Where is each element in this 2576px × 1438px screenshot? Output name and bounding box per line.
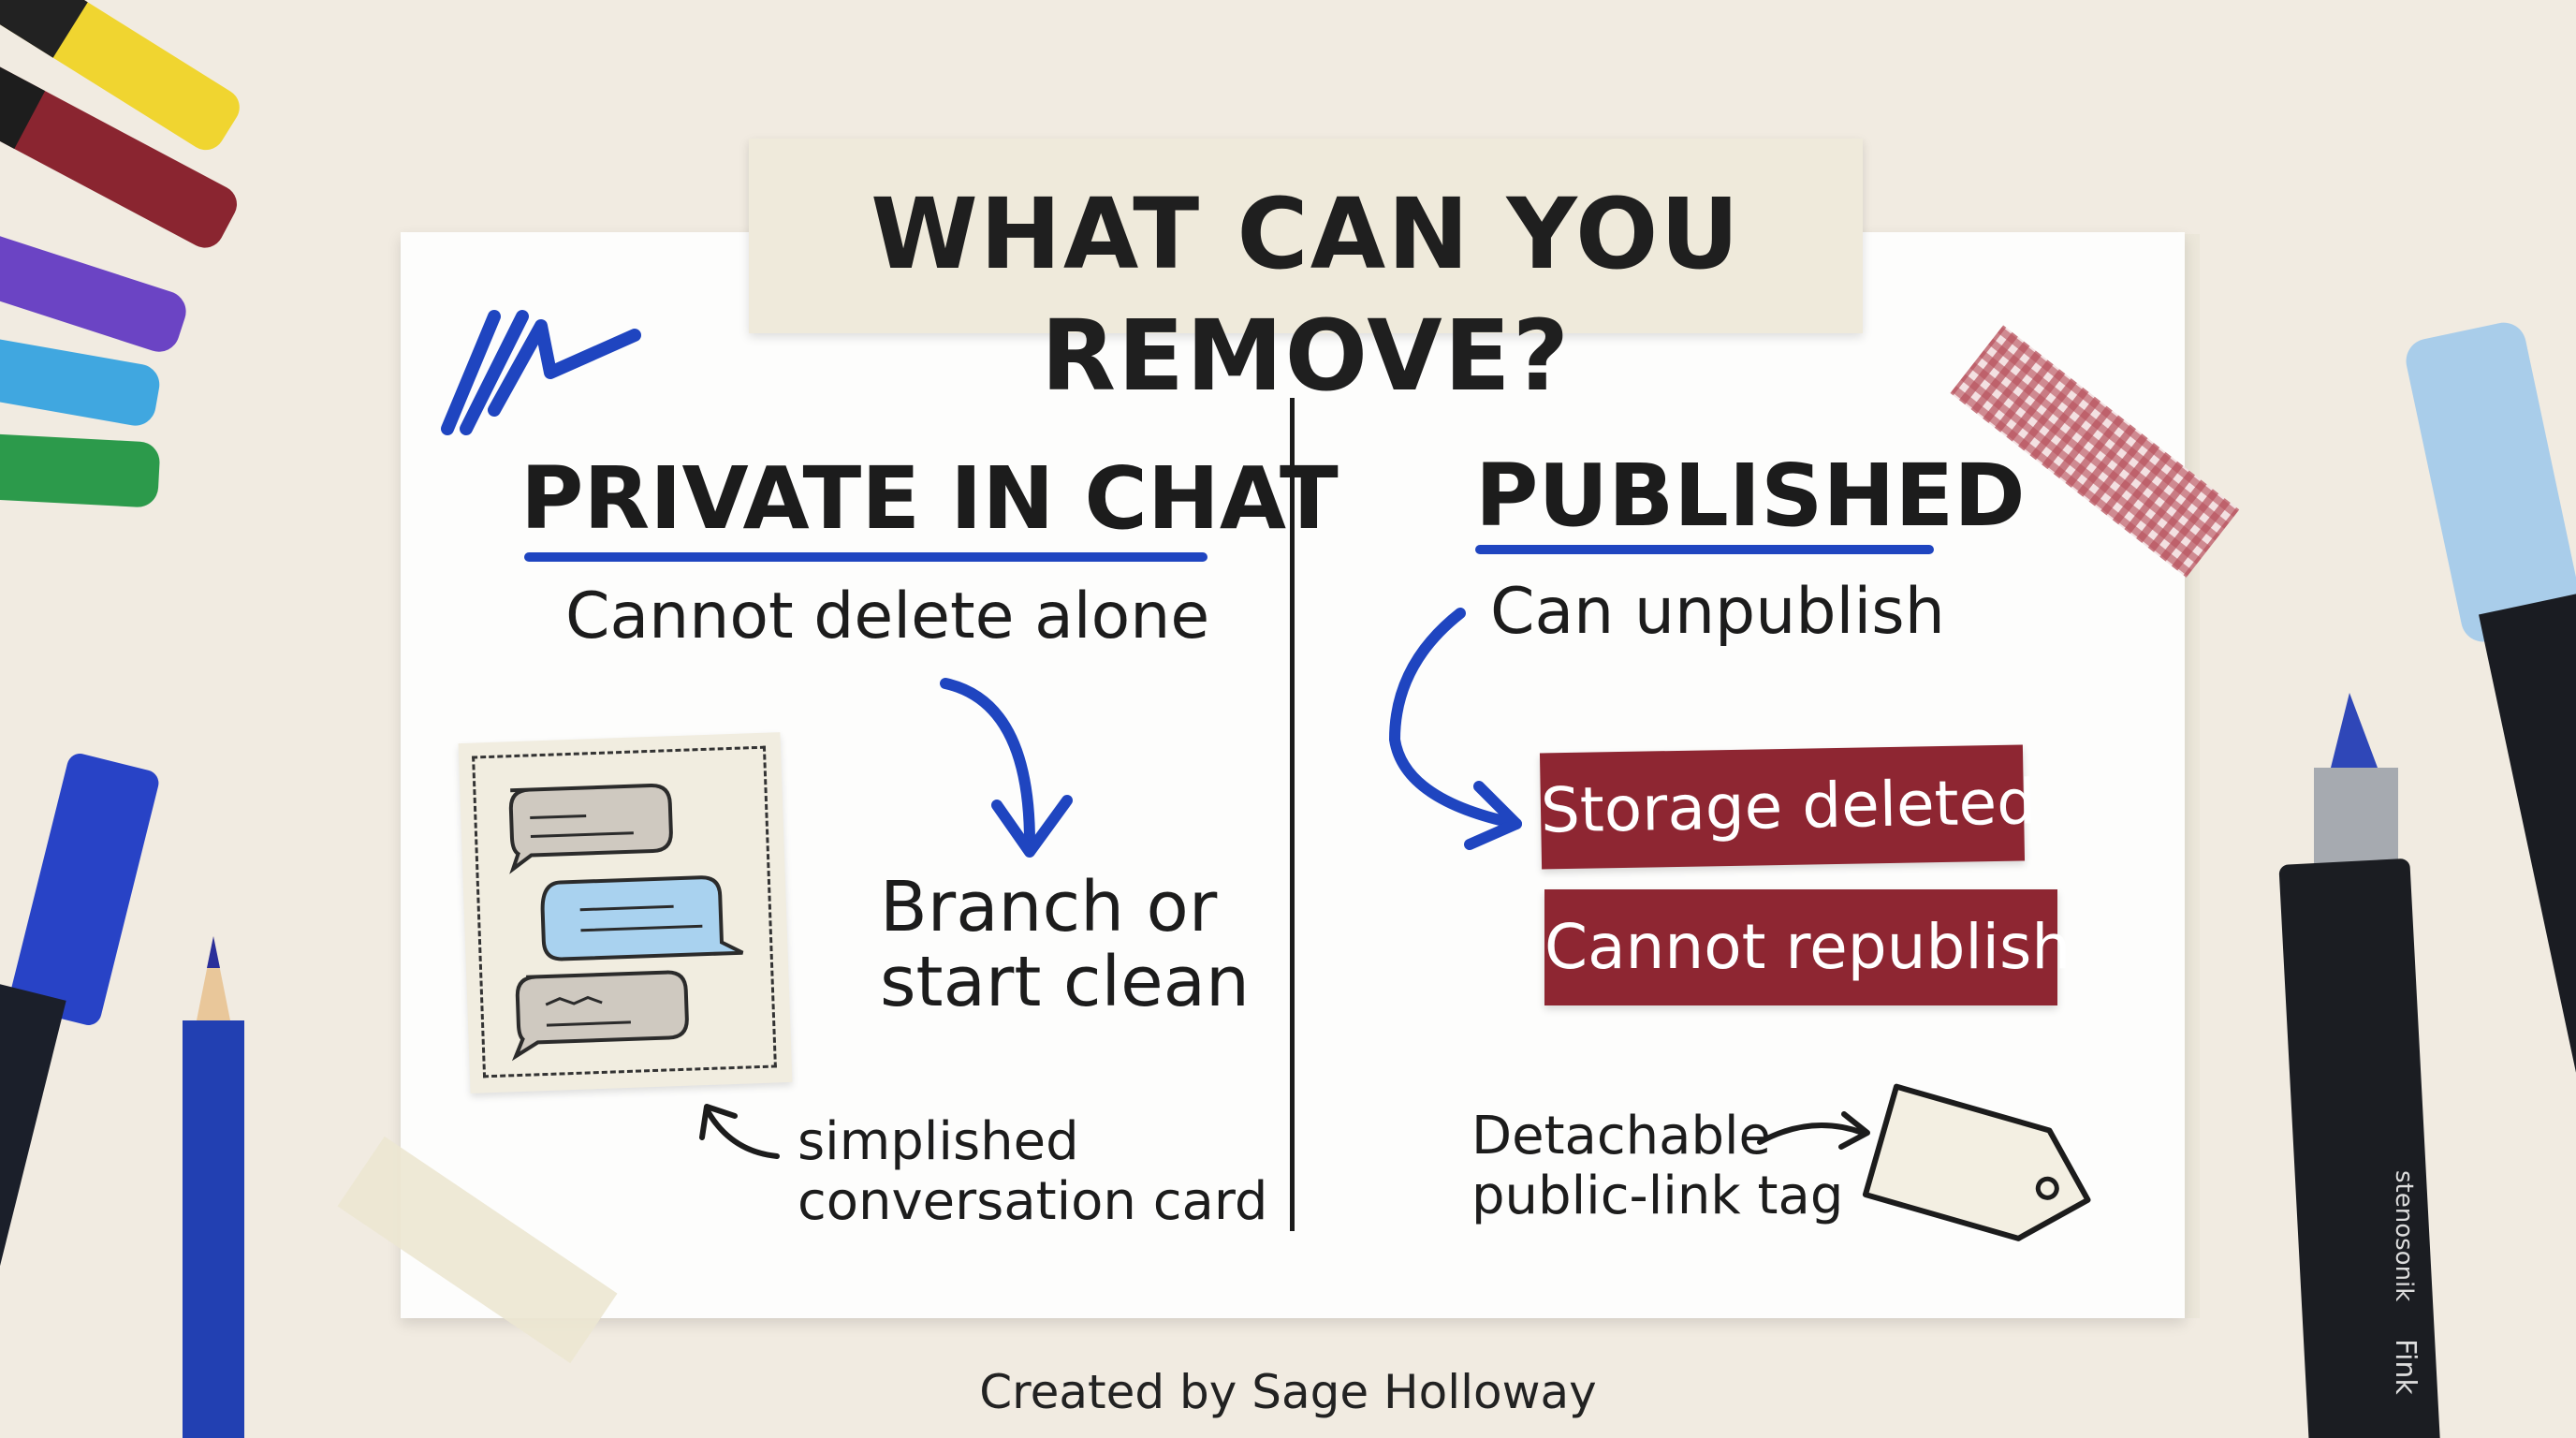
credit-text: Created by Sage Holloway bbox=[979, 1365, 1597, 1419]
left-result-line1: Branch or bbox=[880, 867, 1218, 947]
right-heading-underline bbox=[1475, 545, 1934, 554]
masking-tape-bottom-left bbox=[337, 1136, 618, 1364]
curved-arrow-icon bbox=[940, 678, 1073, 858]
right-note-line2: public-link tag bbox=[1471, 1166, 1844, 1226]
curved-arrow-icon bbox=[1388, 608, 1522, 850]
badge-cannot-republish: Cannot republish bbox=[1544, 889, 2071, 1005]
left-subheading: Cannot delete alone bbox=[565, 580, 1210, 653]
title-strip bbox=[749, 139, 1863, 333]
badge-storage-deleted: Storage deleted bbox=[1539, 744, 2037, 870]
page-title: WHAT CAN YOU REMOVE? bbox=[871, 177, 1741, 413]
right-heading: PUBLISHED bbox=[1475, 446, 2026, 546]
chat-bubbles-card-icon bbox=[508, 784, 744, 1062]
pencil-icon bbox=[183, 936, 244, 1438]
left-note-line2: conversation card bbox=[798, 1171, 1268, 1232]
washi-tape-icon bbox=[1950, 325, 2240, 578]
marker-lightblue-icon bbox=[0, 324, 160, 426]
scribble-icon bbox=[441, 310, 641, 435]
markers-top-left-decoration bbox=[0, 0, 240, 507]
marker-skyblue-icon bbox=[2406, 322, 2576, 1438]
pen-label-text: Fink bbox=[2389, 1339, 2422, 1395]
small-arrow-icon bbox=[699, 1104, 780, 1159]
right-subheading: Can unpublish bbox=[1490, 575, 1945, 649]
marker-navy-icon: stenosonik Fink bbox=[2278, 693, 2440, 1438]
price-tag-icon bbox=[1862, 1083, 2091, 1241]
column-divider bbox=[1290, 398, 1295, 1231]
left-note-line1: simplished bbox=[798, 1111, 1079, 1172]
right-arrow-icon bbox=[1757, 1111, 1870, 1150]
left-heading-underline bbox=[524, 552, 1208, 562]
markers-right-decoration: stenosonik Fink bbox=[2278, 322, 2576, 1438]
left-heading: PRIVATE IN CHAT bbox=[520, 448, 1339, 549]
right-note-line1: Detachable bbox=[1471, 1106, 1772, 1167]
marker-green-icon bbox=[0, 429, 160, 507]
pens-bottom-left-decoration bbox=[0, 754, 244, 1438]
marker-darkred-icon bbox=[0, 37, 237, 248]
marker-yellow-icon bbox=[0, 0, 240, 151]
left-result-line2: start clean bbox=[880, 942, 1250, 1022]
marker-purple-icon bbox=[0, 211, 186, 352]
pen-label-text: stenosonik bbox=[2390, 1170, 2418, 1301]
marker-blue-icon bbox=[0, 754, 159, 1438]
